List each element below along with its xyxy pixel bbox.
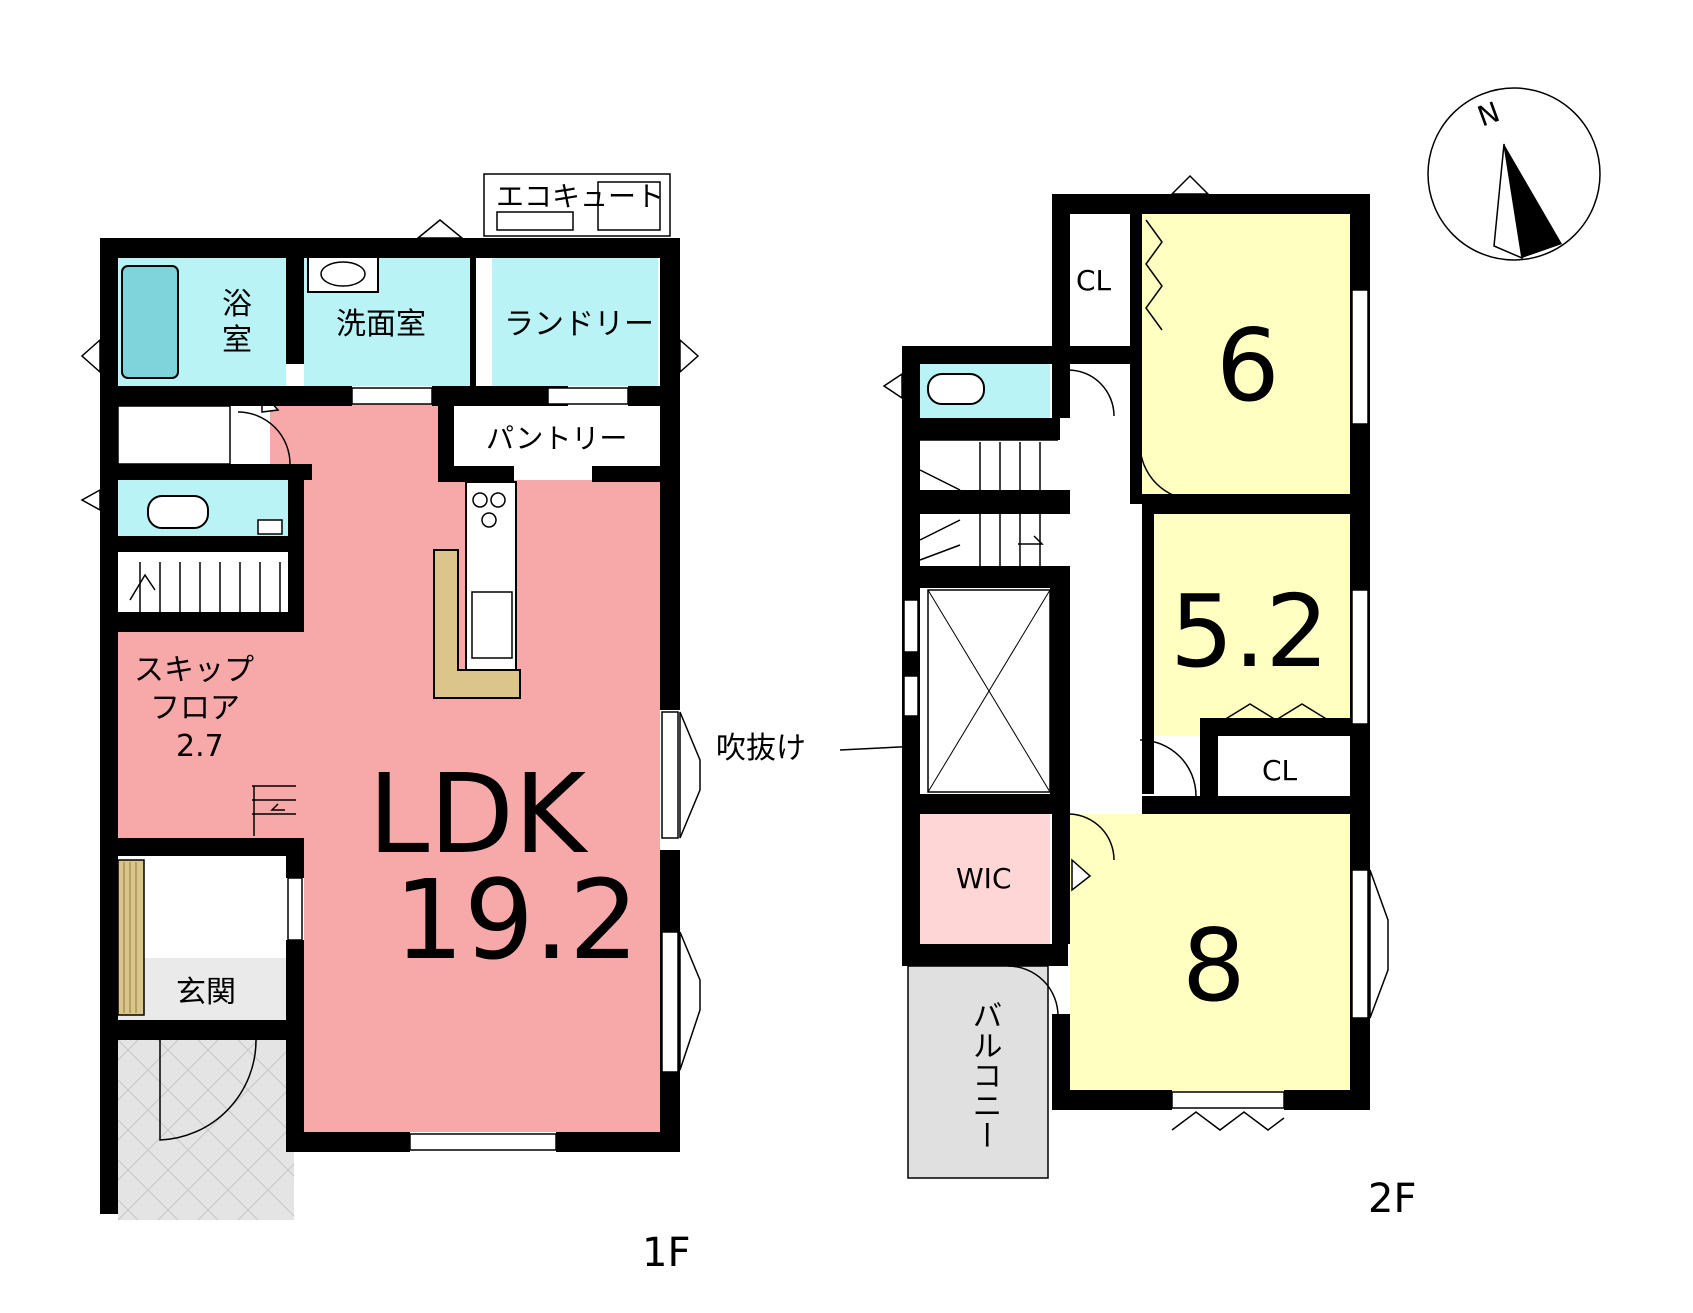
closet-a-label: CL <box>1076 264 1112 297</box>
shoe-cabinet <box>117 859 145 1016</box>
bedroom-6-label: 6 <box>1216 307 1280 424</box>
stove-burner-3 <box>481 512 497 528</box>
walls-1f <box>100 238 680 1214</box>
bed52-window <box>1351 589 1369 725</box>
stairs-1f <box>129 562 296 836</box>
bedroom-52-fill <box>1142 514 1350 736</box>
roof-vent <box>415 219 465 239</box>
kitchen-island-counter <box>433 549 521 699</box>
bed8-south-sill <box>1171 1111 1285 1131</box>
bed8-south-window <box>1171 1091 1285 1109</box>
basin-bowl <box>320 261 366 287</box>
void-cross-2 <box>927 589 1051 793</box>
toilet1-bowl <box>147 495 209 529</box>
closet-b-label: CL <box>1262 754 1298 787</box>
bed8-door-arc <box>1069 813 1115 861</box>
skip-floor-fill <box>118 632 296 838</box>
bed8-bay <box>1369 869 1389 1019</box>
laundry-window <box>547 387 629 405</box>
ldk-label: LDK <box>368 750 589 878</box>
floor-1: エコキュート 浴 室 洗面室 ランドリー パントリー スキップ フロア 2.7 … <box>80 173 701 1276</box>
bath-label-2: 室 <box>222 323 252 358</box>
bedroom-52-label: 5.2 <box>1170 573 1329 690</box>
entrance-fill <box>118 958 286 1020</box>
closet-a-fill <box>1070 214 1130 346</box>
stairs1-fill <box>118 560 296 618</box>
bed8-window <box>1351 869 1369 1019</box>
ldk-bay-east-1 <box>679 711 701 839</box>
bedroom-8-fill <box>1070 814 1350 1092</box>
stove-burner-1 <box>472 492 488 508</box>
bedroom-8-label: 8 <box>1182 907 1246 1024</box>
eco-cute-unit <box>597 181 661 231</box>
toilet2-bowl <box>927 373 985 405</box>
toilet-vent <box>80 488 101 512</box>
balcony-door-arc <box>1007 965 1059 1017</box>
skip-floor-size: 2.7 <box>176 729 224 764</box>
laundry-vent <box>679 338 700 374</box>
ldk-window-east-2 <box>661 931 679 1073</box>
shoe-cabinet-lines <box>123 862 137 1013</box>
floor-2-label: 2F <box>1368 1176 1416 1222</box>
entrance-door-arc <box>159 1039 257 1141</box>
bedroom-6-fill <box>1142 214 1350 504</box>
eco-cute-tank <box>496 211 574 231</box>
wic-fill <box>920 814 1050 944</box>
wash-window <box>351 387 433 405</box>
skip-floor-label-1: スキップ <box>134 653 254 688</box>
pantry-opening <box>514 468 592 480</box>
floor-2: CL 6 5.2 CL WIC 8 吹抜け バルコニー 2F <box>716 174 1416 1222</box>
skip-floor-label-2: フロア <box>150 691 240 726</box>
toilet2-vent <box>882 372 903 400</box>
laundry-fill <box>492 258 658 386</box>
hall-storage <box>117 405 231 465</box>
closet-a-doors <box>1145 219 1163 331</box>
void-window <box>903 599 919 653</box>
bathtub <box>121 265 179 379</box>
balcony-label: バルコニー <box>967 1000 1002 1150</box>
ldk-bay-east-2 <box>679 931 701 1071</box>
bath-vent <box>80 338 101 374</box>
stove-burner-2 <box>490 492 506 508</box>
closet-b-fill <box>1218 736 1350 796</box>
bed6-window <box>1351 289 1369 425</box>
bath-label-1: 浴 <box>222 287 252 322</box>
entrance-label: 玄関 <box>176 975 236 1010</box>
void-window-2 <box>903 675 919 717</box>
entrance-door-panel <box>287 877 303 941</box>
porch-hatch <box>117 1039 295 1221</box>
ldk-window-south <box>409 1133 557 1151</box>
wic-label: WIC <box>956 862 1012 895</box>
ldk-fill <box>270 404 660 1132</box>
pantry-label: パントリー <box>486 422 627 455</box>
eco-cute-label: エコキュート <box>496 180 664 213</box>
toilet1-basin <box>257 519 283 535</box>
laundry-label: ランドリー <box>504 307 654 342</box>
roof-vent-2f <box>1170 174 1210 195</box>
ldk-size: 19.2 <box>394 856 639 984</box>
floor-1-label: 1F <box>642 1230 690 1276</box>
kitchen-sink <box>471 591 513 659</box>
wic-door <box>1071 858 1092 892</box>
ldk-window-east-1 <box>661 711 679 839</box>
void-label: 吹抜け <box>716 731 806 766</box>
toilet2-door-arc <box>1067 369 1115 417</box>
washroom-label: 洗面室 <box>336 307 426 342</box>
hall-door-arc <box>237 411 291 465</box>
north-arrow-icon: N <box>1427 87 1601 261</box>
